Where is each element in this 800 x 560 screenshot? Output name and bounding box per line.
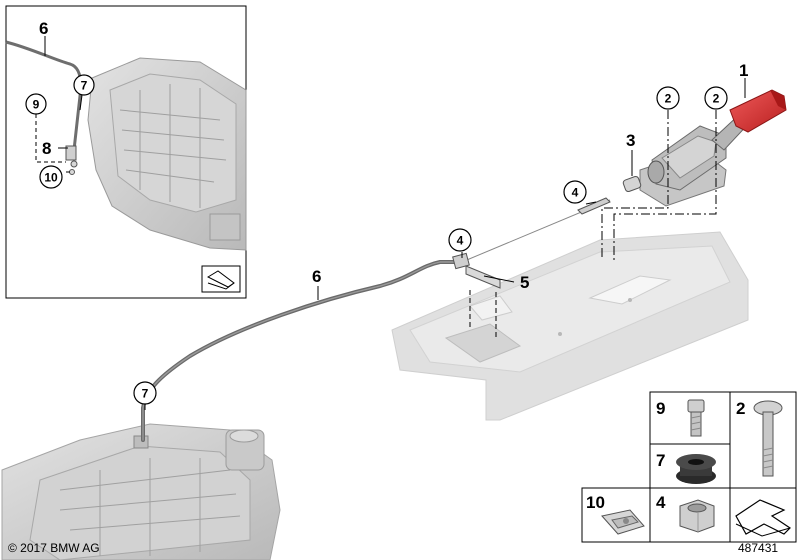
legend-label-7: 7 xyxy=(656,451,665,470)
inset-bracket xyxy=(65,145,78,175)
svg-text:4: 4 xyxy=(572,186,579,200)
inset-detail-box: 6 7 9 8 10 xyxy=(5,5,247,299)
shift-lever-assembly xyxy=(639,111,753,207)
legend-label-9: 9 xyxy=(656,399,665,418)
legend-clip-nut-icon xyxy=(601,509,645,535)
base-plate xyxy=(391,231,749,421)
callout-part-4a: 4 xyxy=(563,180,587,204)
svg-text:7: 7 xyxy=(81,79,88,93)
callout-part-2b: 2 xyxy=(704,86,728,110)
inset-view-arrow-icon[interactable] xyxy=(201,265,241,293)
inset-callout-10: 10 xyxy=(39,165,63,189)
cable-end-fitting xyxy=(452,252,470,270)
cable-bracket xyxy=(465,265,501,340)
label-part-5: 5 xyxy=(520,273,529,292)
parts-legend-grid: 9 2 7 10 4 xyxy=(581,391,797,543)
legend-label-4: 4 xyxy=(656,493,666,512)
label-part-1: 1 xyxy=(739,61,748,80)
inset-label-8: 8 xyxy=(42,139,51,158)
assembly-leader-lines xyxy=(601,110,717,262)
svg-text:7: 7 xyxy=(142,387,149,401)
gearbox-image xyxy=(1,423,281,560)
callout-part-2a: 2 xyxy=(656,86,680,110)
shift-knob-red xyxy=(729,89,787,133)
callout-part-4b: 4 xyxy=(448,228,472,252)
bushing-part-3 xyxy=(622,175,642,193)
legend-grommet-icon xyxy=(676,454,716,484)
copyright-text: © 2017 BMW AG xyxy=(8,541,100,555)
inset-label-6: 6 xyxy=(39,19,48,38)
shift-cable-highlight xyxy=(142,261,463,441)
legend-hex-nut-icon xyxy=(679,499,715,533)
legend-label-10: 10 xyxy=(586,493,605,512)
label-part-3: 3 xyxy=(626,131,635,150)
legend-button-screw-icon xyxy=(753,400,783,477)
inset-callout-9: 9 xyxy=(25,93,47,115)
inset-callout-7: 7 xyxy=(73,74,95,96)
label-part-6: 6 xyxy=(312,267,321,286)
callout-part-7: 7 xyxy=(133,381,157,405)
inset-gearbox-image xyxy=(87,57,247,251)
svg-text:10: 10 xyxy=(44,171,58,185)
legend-label-2: 2 xyxy=(736,399,745,418)
diagram-number: 487431 xyxy=(738,541,778,555)
legend-view-arrow-icon[interactable] xyxy=(735,499,791,537)
svg-text:9: 9 xyxy=(33,98,40,112)
main-leader-lines xyxy=(144,78,746,410)
inset-leader-lines xyxy=(35,36,83,173)
svg-text:2: 2 xyxy=(665,92,672,106)
cable-end-part-4 xyxy=(577,197,611,215)
legend-cap-screw-icon xyxy=(687,399,705,437)
svg-text:4: 4 xyxy=(457,234,464,248)
svg-text:2: 2 xyxy=(713,92,720,106)
